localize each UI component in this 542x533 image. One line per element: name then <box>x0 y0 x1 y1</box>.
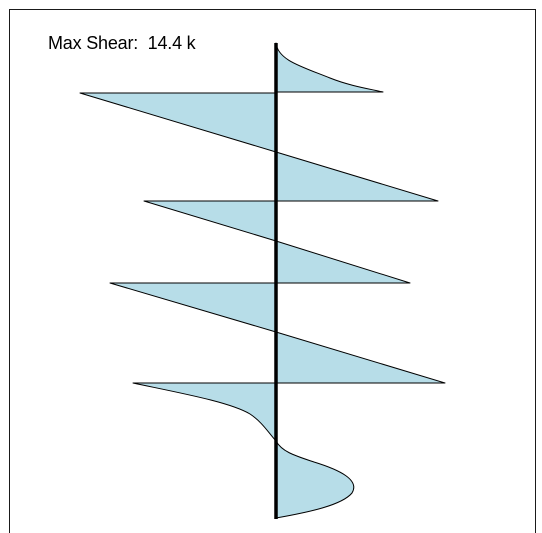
shear-lobe-3-left <box>109 282 277 333</box>
shear-lobe-1-left <box>79 92 277 153</box>
shear-lobe-top-right <box>275 42 384 93</box>
shear-lobe-2-left <box>143 200 277 242</box>
shear-lobe-1-right <box>275 151 439 202</box>
shear-lobe-bottom-right <box>275 440 355 519</box>
max-shear-label: Max Shear: 14.4 k <box>48 33 196 53</box>
shear-lobe-3-right <box>275 331 446 384</box>
shear-lobe-2-right <box>275 240 411 284</box>
shear-lobes <box>79 42 446 519</box>
shear-lobe-4-left <box>132 382 277 442</box>
